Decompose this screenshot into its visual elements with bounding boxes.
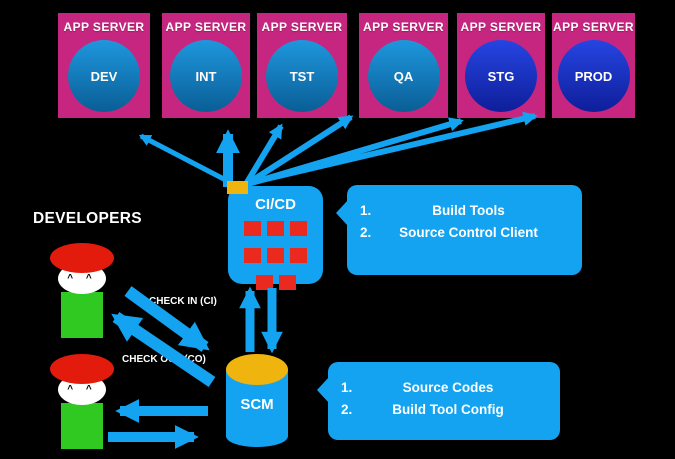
job-indicator-icon	[290, 221, 307, 236]
cicd-title: CI/CD	[255, 196, 296, 213]
developer-eyes: ^ ^	[67, 273, 97, 284]
scm-label: SCM	[240, 396, 274, 413]
env-circle-tst: TST	[266, 40, 338, 112]
callout-item-number: 2.	[360, 225, 372, 240]
arrow-cicd-to-stg-icon	[247, 117, 464, 187]
developer-hat-icon	[50, 243, 114, 273]
app-server-box-qa: APP SERVER QA	[359, 13, 448, 118]
callout-item-number: 1.	[341, 380, 353, 395]
job-indicator-icon	[255, 275, 273, 290]
scm-callout: 1. Source Codes 2. Build Tool Config	[317, 362, 560, 440]
developer-body-icon	[61, 403, 103, 449]
arrow-check-out-icon	[111, 312, 216, 387]
env-circle-qa: QA	[367, 40, 440, 112]
app-server-title: APP SERVER	[553, 20, 634, 34]
app-server-title: APP SERVER	[363, 20, 444, 34]
callout-item-text: Build Tool Config	[392, 402, 504, 417]
app-server-box-int: APP SERVER INT	[162, 13, 250, 118]
env-label-prod: PROD	[574, 68, 613, 84]
env-label-stg: STG	[487, 68, 515, 84]
callout-item: 1. Build Tools	[347, 200, 582, 222]
app-server-title: APP SERVER	[460, 20, 542, 34]
app-server-title: APP SERVER	[63, 20, 145, 34]
developer-hat-icon	[50, 354, 114, 384]
job-indicator-icon	[278, 275, 296, 290]
job-indicator-icon	[290, 248, 307, 263]
env-circle-stg: STG	[465, 40, 537, 112]
callout-item-text: Build Tools	[432, 203, 505, 218]
app-server-box-tst: APP SERVER TST	[257, 13, 347, 118]
scm-cylinder-top-icon	[226, 354, 288, 385]
cicd-job-grid	[228, 213, 323, 290]
arrow-cicd-to-tst-icon	[243, 123, 284, 186]
callout-tail-icon	[317, 377, 329, 403]
callout-tail-icon	[336, 200, 348, 226]
job-indicator-icon	[267, 248, 284, 263]
env-circle-int: INT	[170, 40, 242, 112]
callout-item: 2. Source Control Client	[347, 222, 582, 244]
app-server-box-prod: APP SERVER PROD	[552, 13, 635, 118]
env-circle-dev: DEV	[68, 40, 140, 112]
callout-item-text: Source Control Client	[399, 225, 538, 240]
callout-item: 1. Source Codes	[328, 377, 560, 399]
env-label-qa: QA	[393, 68, 414, 84]
callout-item-number: 1.	[360, 203, 372, 218]
job-indicator-icon	[244, 248, 261, 263]
callout-item-text: Source Codes	[402, 380, 494, 395]
app-server-title: APP SERVER	[165, 20, 247, 34]
arrow-cicd-to-qa-icon	[245, 114, 354, 187]
developer-eyes: ^ ^	[67, 384, 97, 395]
job-indicator-icon	[244, 221, 261, 236]
cicd-server-box: CI/CD	[228, 186, 323, 290]
callout-item: 2. Build Tool Config	[328, 399, 560, 421]
app-server-title: APP SERVER	[261, 20, 343, 34]
callout-item-number: 2.	[341, 402, 353, 417]
scm-database: SCM	[226, 354, 288, 447]
env-circle-prod: PROD	[557, 40, 630, 112]
developers-heading: DEVELOPERS	[33, 210, 142, 227]
arrow-cicd-to-prod-icon	[248, 111, 538, 186]
app-server-box-dev: APP SERVER DEV	[58, 13, 150, 118]
app-server-box-stg: APP SERVER STG	[457, 13, 545, 118]
env-label-int: INT	[195, 68, 217, 84]
cicd-callout: 1. Build Tools 2. Source Control Client	[336, 185, 582, 275]
cicd-connector-chip	[227, 181, 248, 194]
check-out-label: CHECK OUT (CO)	[122, 354, 206, 365]
developer-body-icon	[61, 292, 103, 338]
env-label-tst: TST	[289, 68, 315, 84]
env-label-dev: DEV	[90, 68, 118, 84]
check-in-label: CHECK IN (CI)	[149, 296, 217, 307]
job-indicator-icon	[267, 221, 284, 236]
